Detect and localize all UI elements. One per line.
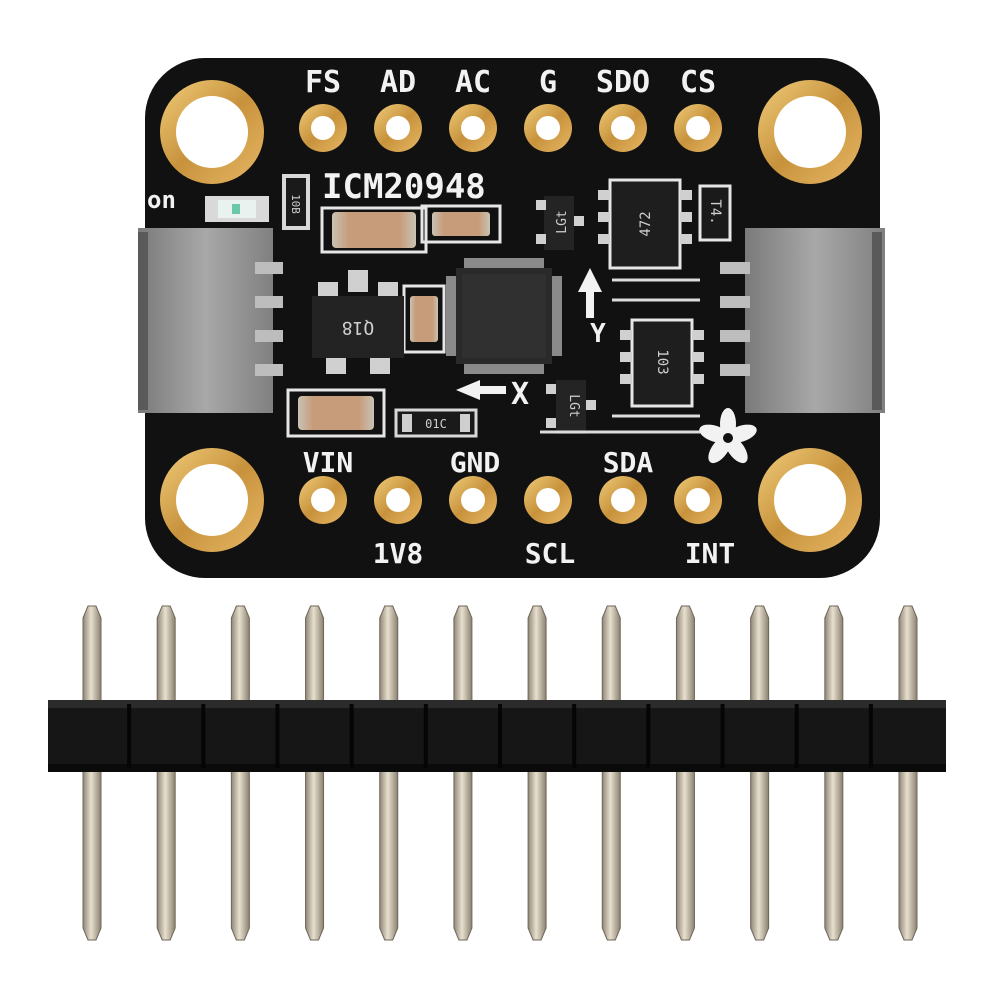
top-pin-pads [299, 104, 722, 152]
header-pin [82, 605, 102, 941]
header-divider [201, 704, 206, 768]
pin-label-g: G [539, 65, 557, 100]
pin-label-1v8: 1V8 [373, 537, 424, 570]
capacitor-bottom-left [286, 388, 386, 438]
stemma-connector-right [720, 228, 885, 413]
header-pin [156, 605, 176, 941]
header-divider [868, 704, 873, 768]
header-pin [379, 605, 399, 941]
pin-label-sda: SDA [603, 446, 654, 479]
imu-chip [446, 258, 562, 374]
svg-text:103: 103 [654, 349, 670, 374]
svg-text:T4.: T4. [707, 199, 723, 224]
header-pin [527, 605, 547, 941]
capacitor-top-mid [420, 204, 502, 244]
pin-label-sdo: SDO [596, 65, 650, 100]
resistor-array-472: 472 [598, 178, 692, 270]
header-divider [127, 704, 132, 768]
power-led [205, 196, 269, 222]
pin-label-scl: SCL [525, 537, 576, 570]
resistor-01c: 01C [394, 408, 478, 438]
header-divider [794, 704, 799, 768]
chip-name-label: ICM20948 [322, 167, 486, 207]
mounting-hole-bottom-left [160, 448, 264, 552]
pin-label-fs: FS [305, 65, 341, 100]
breakout-board: FS AD AC G SDO CS VIN GND SDA 1V8 SCL IN… [138, 58, 885, 578]
flower-logo [699, 408, 757, 464]
header-divider [423, 704, 428, 768]
mosfet-bottom: LGt [546, 380, 596, 434]
header-pin [453, 605, 473, 941]
resistor-10b: 10B [282, 174, 310, 230]
header-divider [498, 704, 502, 768]
pin-label-ad: AD [380, 65, 416, 100]
header-pin [601, 605, 621, 941]
resistor-array-103: 103 [620, 318, 704, 408]
header-divider [275, 704, 280, 768]
component-t4: T4. [698, 184, 732, 242]
bottom-pin-labels: VIN GND SDA 1V8 SCL INT [303, 446, 736, 570]
mounting-hole-top-right [758, 80, 862, 184]
svg-text:Q18: Q18 [342, 317, 375, 338]
header-divider [349, 704, 354, 768]
stemma-connector-left [138, 228, 283, 413]
header-plastic-strip [48, 700, 946, 772]
silkscreen-lines [540, 278, 700, 434]
svg-text:LGt: LGt [566, 394, 581, 417]
top-pin-labels: FS AD AC G SDO CS [305, 65, 716, 100]
header-pin [750, 605, 770, 941]
pin-label-cs: CS [680, 65, 716, 100]
axis-indicator: Y X [456, 268, 606, 412]
header-divider [572, 704, 577, 768]
header-pin [898, 605, 918, 941]
svg-text:01C: 01C [425, 417, 447, 431]
pin-label-vin: VIN [303, 446, 354, 479]
header-pin [230, 605, 250, 941]
mounting-hole-top-left [160, 80, 264, 184]
axis-label-y: Y [590, 319, 606, 349]
mosfet-top: LGt [536, 196, 584, 250]
header-pins [82, 605, 918, 941]
power-led-label: on [147, 186, 176, 214]
capacitor-top-left [320, 206, 428, 254]
pin-label-ac: AC [455, 65, 491, 100]
pin-header [48, 605, 946, 941]
header-divider [646, 704, 651, 768]
header-pin [305, 605, 325, 941]
header-divider [720, 704, 725, 768]
svg-text:10B: 10B [289, 194, 302, 214]
voltage-regulator: Q18 [312, 270, 404, 374]
mounting-hole-bottom-right [758, 448, 862, 552]
axis-label-x: X [511, 377, 529, 412]
svg-text:472: 472 [638, 211, 654, 236]
bottom-pin-pads [299, 476, 722, 524]
pin-label-int: INT [685, 537, 736, 570]
pin-label-gnd: GND [450, 446, 501, 479]
header-pin [675, 605, 695, 941]
svg-text:LGt: LGt [555, 210, 570, 233]
header-pin [824, 605, 844, 941]
